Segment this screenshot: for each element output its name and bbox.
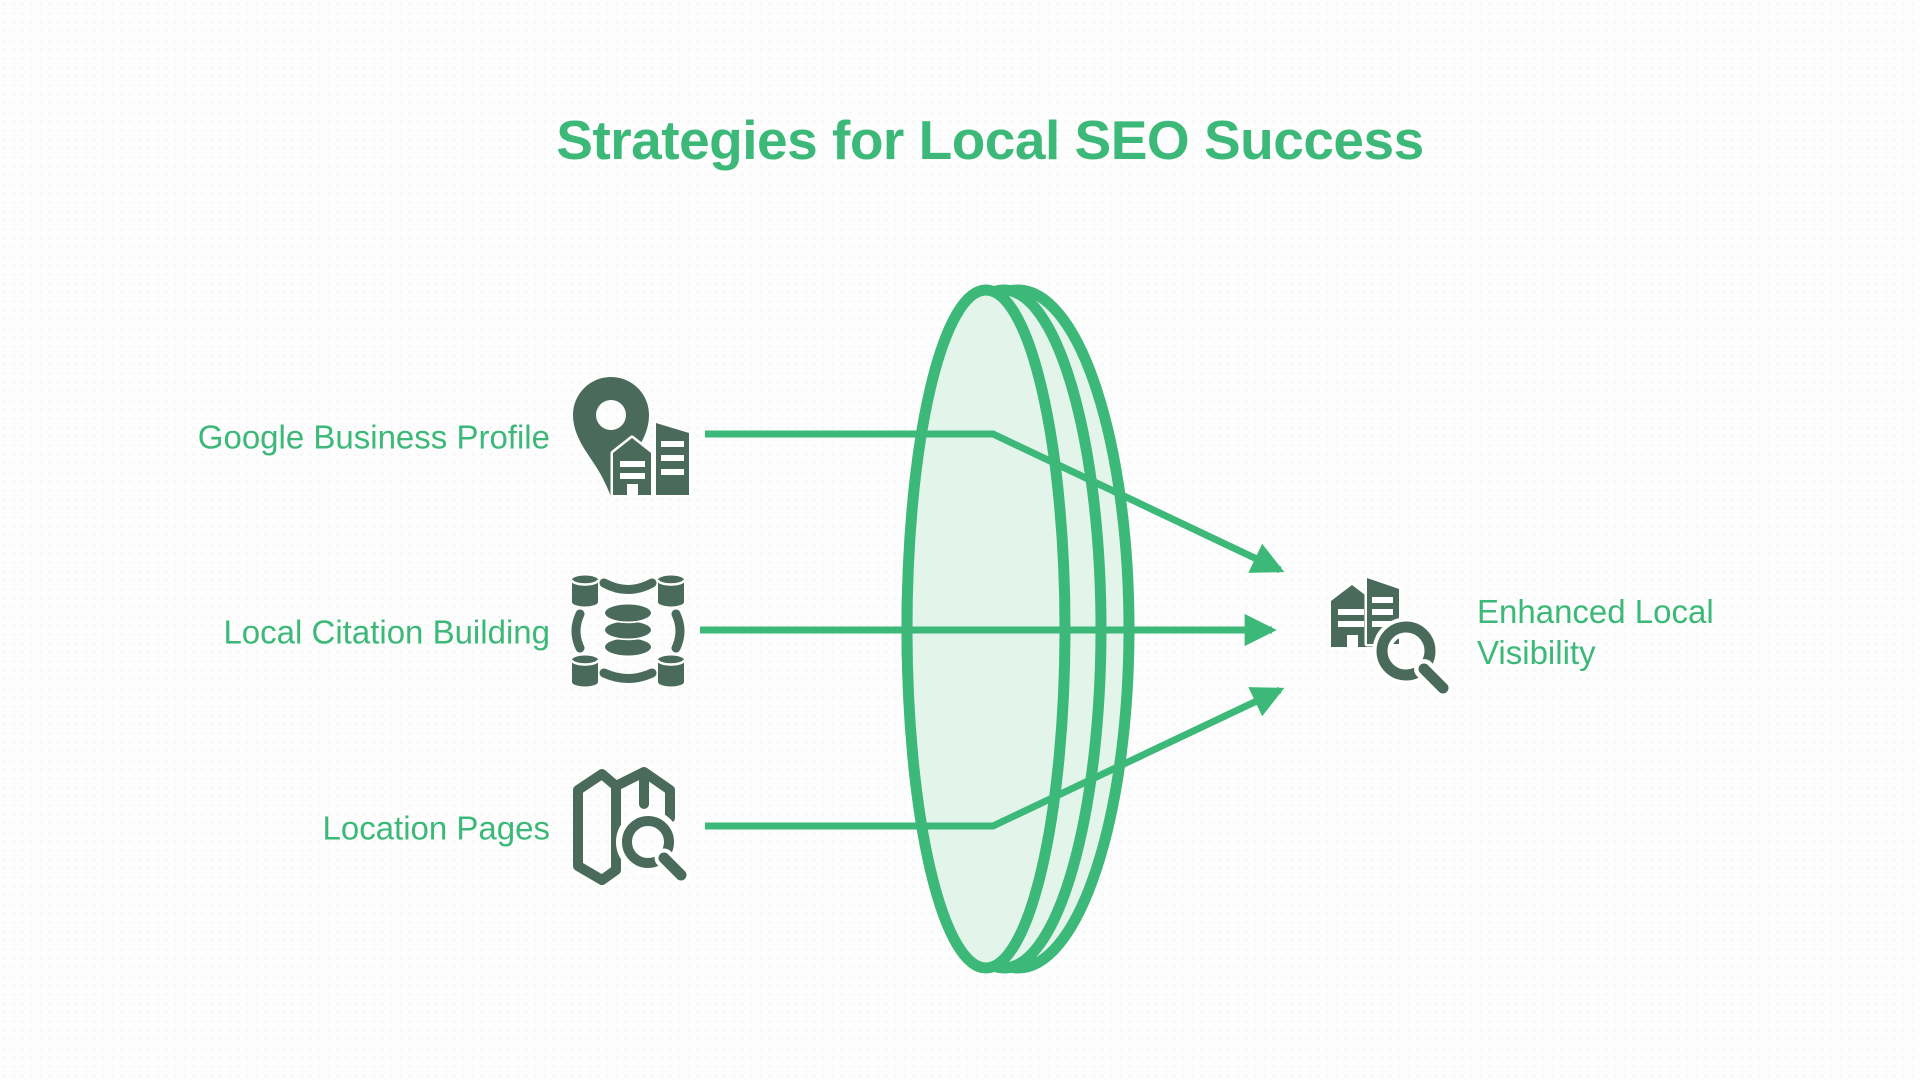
ray-top bbox=[705, 430, 1285, 574]
buildings-search-icon bbox=[1328, 575, 1453, 698]
input-label-location-pages: Location Pages bbox=[322, 809, 550, 847]
input-label-local-citation-building: Local Citation Building bbox=[223, 613, 550, 651]
rays bbox=[700, 430, 1285, 830]
page-title: Strategies for Local SEO Success bbox=[556, 109, 1424, 171]
input-label-google-business-profile: Google Business Profile bbox=[197, 418, 550, 456]
ray-bottom bbox=[705, 686, 1285, 830]
map-search-icon bbox=[573, 767, 691, 885]
output-label-enhanced-local-visibility: Enhanced Local Visibility bbox=[1477, 592, 1714, 671]
google-business-profile-icon bbox=[573, 377, 692, 498]
citation-database-icon bbox=[570, 575, 686, 687]
